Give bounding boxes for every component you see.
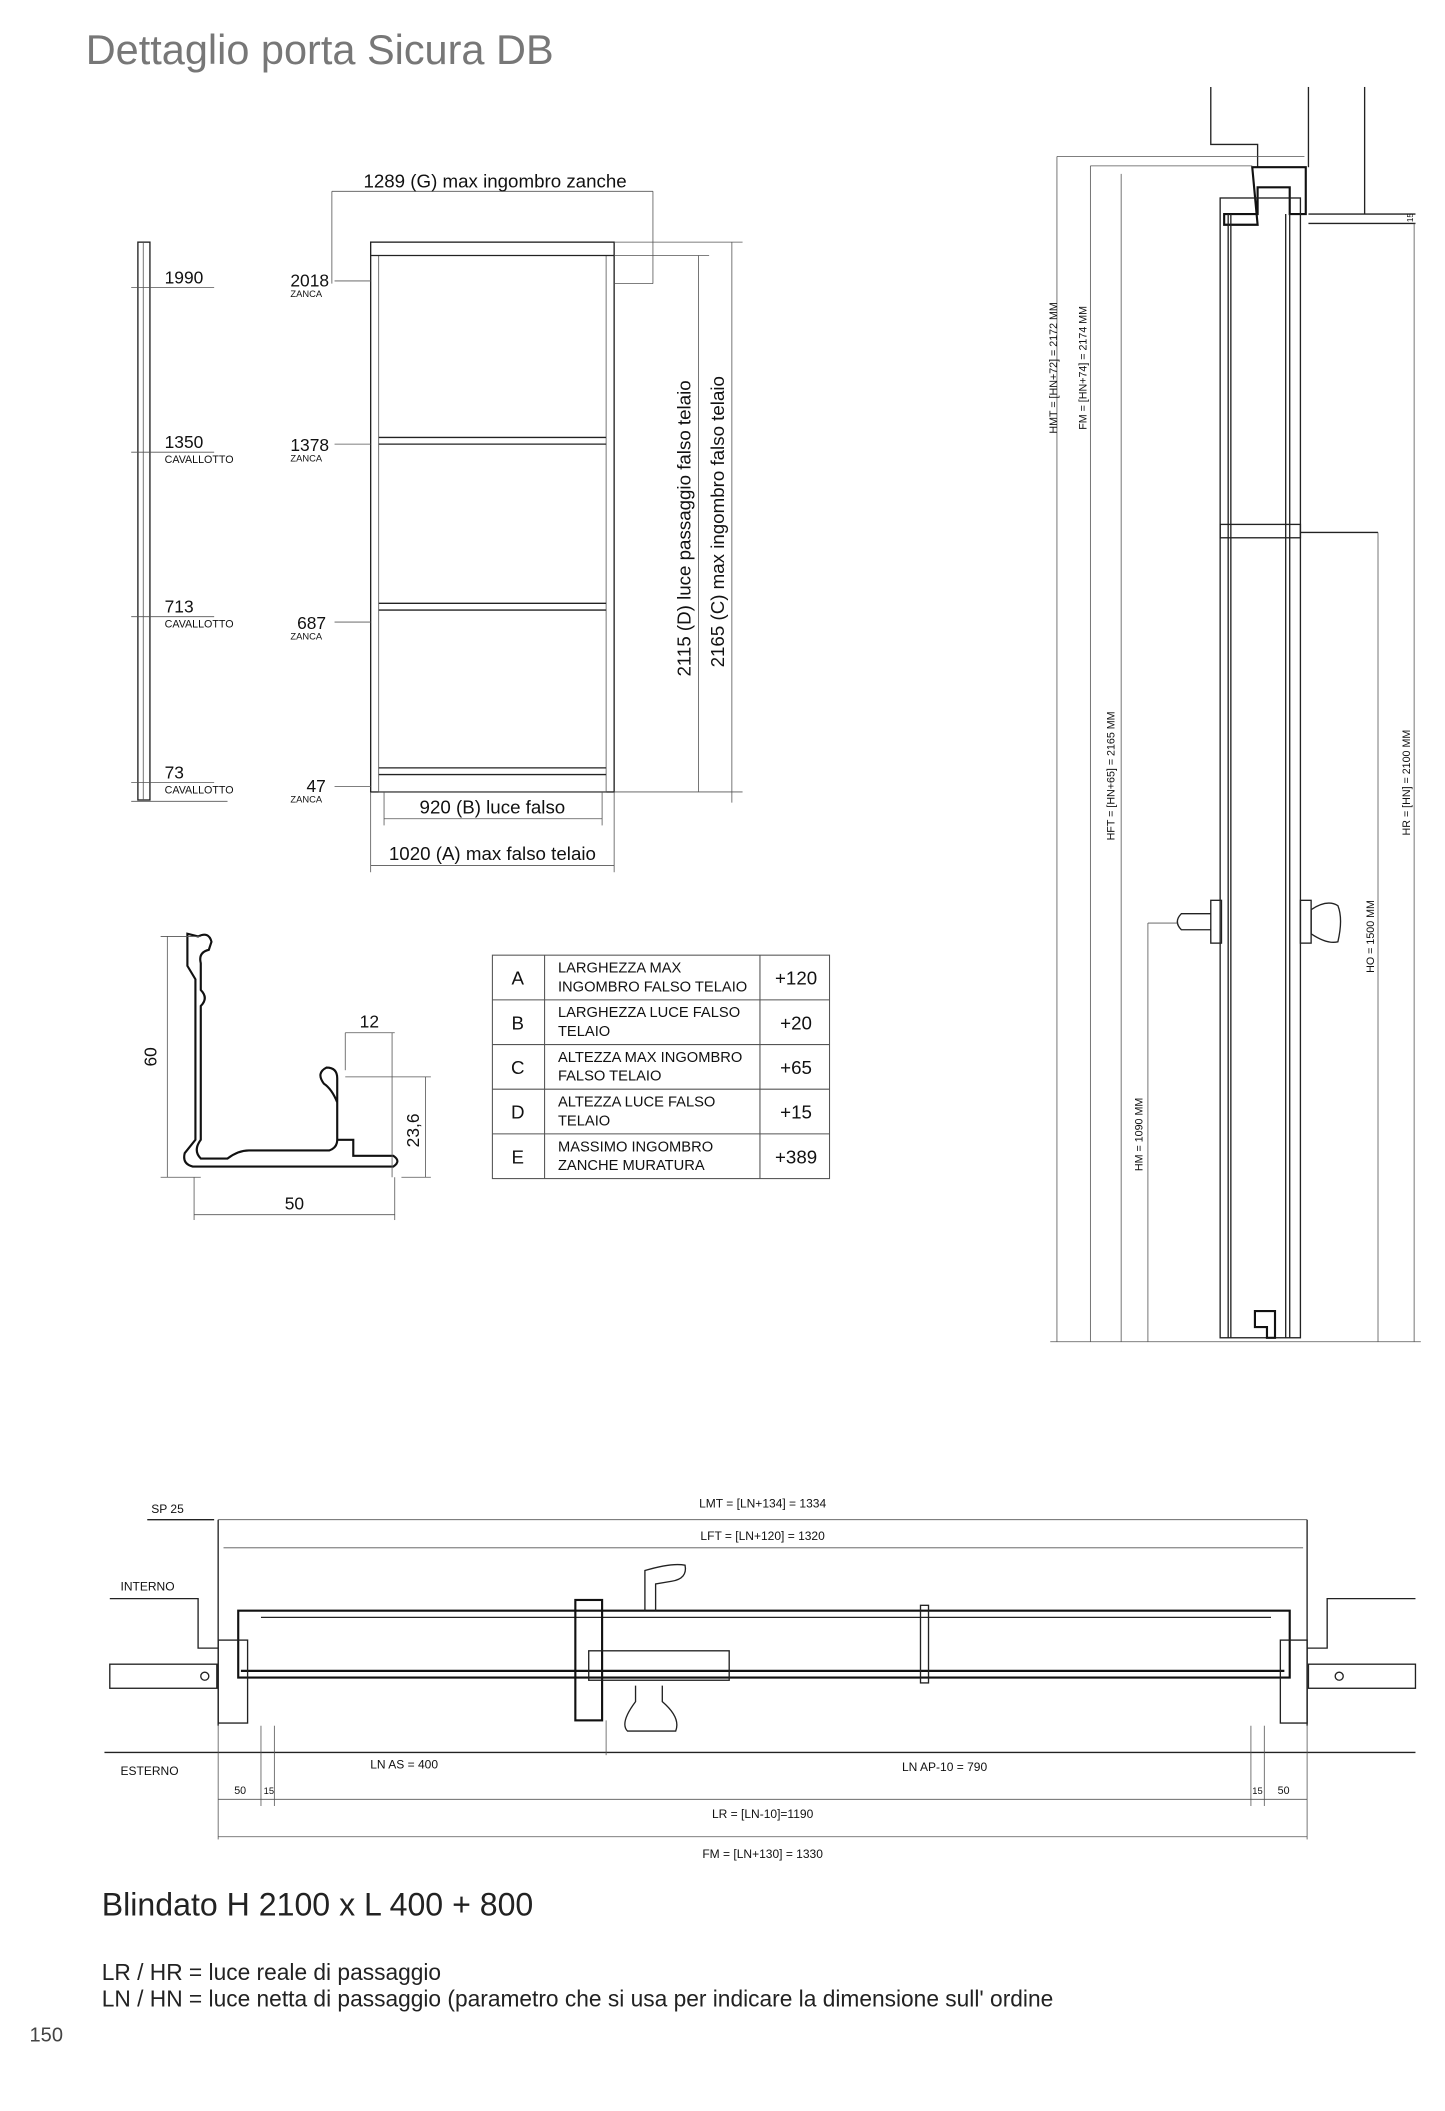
side-label: 713 CAVALLOTTO (131, 597, 234, 630)
page-number: 150 (30, 2024, 63, 2046)
dim-b: 920 (B) luce falso (420, 796, 566, 817)
profile-width: 50 (285, 1193, 304, 1213)
dim-hmt: HMT = [HN+72] = 2172 MM (1048, 302, 1060, 433)
dim-fm-plan: FM = [LN+130] = 1330 (702, 1847, 823, 1861)
table-value: +120 (775, 968, 817, 989)
profile-depth: 23,6 (403, 1114, 423, 1148)
table-value: +20 (780, 1012, 812, 1033)
table-key: E (512, 1146, 524, 1167)
dim-50-left: 50 (234, 1785, 246, 1797)
table-row: D ALTEZZA LUCE FALSO TELAIO +15 (492, 1088, 830, 1129)
dim-hm: HM = 1090 MM (1134, 1098, 1146, 1171)
svg-text:47: 47 (306, 776, 325, 796)
svg-text:CAVALLOTTO: CAVALLOTTO (165, 784, 234, 796)
svg-text:1990: 1990 (165, 268, 204, 288)
table-value: +65 (780, 1057, 812, 1078)
table-key: D (511, 1102, 525, 1123)
table-value: +389 (775, 1146, 817, 1167)
dim-hr: HR = [HN] = 2100 MM (1401, 730, 1413, 836)
model-title: Blindato H 2100 x L 400 + 800 (102, 1887, 534, 1923)
svg-text:ZANCA: ZANCA (290, 454, 322, 464)
side-label: 1990 (131, 268, 215, 289)
table-key: A (512, 968, 525, 989)
svg-text:CAVALLOTTO: CAVALLOTTO (165, 454, 234, 466)
dim-50-right: 50 (1278, 1785, 1290, 1797)
zanca-label: 2018 ZANCA (290, 270, 371, 299)
table-desc: ALTEZZA MAX INGOMBRO (558, 1050, 742, 1066)
table-desc: TELAIO (558, 1024, 610, 1040)
table-value: +15 (780, 1102, 812, 1123)
svg-text:ZANCA: ZANCA (290, 631, 322, 641)
frame-elevation: 1289 (G) max ingombro zanche 2115 (D) lu… (131, 170, 743, 873)
dim-lmt: LMT = [LN+134] = 1334 (699, 1497, 826, 1511)
table-desc: FALSO TELAIO (558, 1069, 662, 1085)
svg-text:713: 713 (165, 597, 194, 617)
dim-top-small: 15 (1406, 213, 1415, 222)
table-desc: ZANCHE MURATURA (558, 1158, 705, 1174)
table-key: B (512, 1012, 524, 1033)
svg-text:2018: 2018 (290, 270, 329, 290)
table-desc: TELAIO (558, 1113, 610, 1129)
dim-15-left: 15 (264, 1786, 274, 1796)
dim-lft: LFT = [LN+120] = 1320 (700, 1529, 825, 1543)
label-interno: INTERNO (121, 1580, 175, 1594)
table-key: C (511, 1057, 525, 1078)
dim-15-right: 15 (1252, 1786, 1262, 1796)
dim-hft: HFT = [HN+65] = 2165 MM (1105, 711, 1117, 840)
legend-line: LN / HN = luce netta di passaggio (param… (102, 1986, 1053, 2012)
table-desc: LARGHEZZA MAX (558, 961, 682, 977)
table-row: C ALTEZZA MAX INGOMBRO FALSO TELAIO +65 (492, 1043, 830, 1085)
zanca-label: 687 ZANCA (290, 613, 371, 641)
plan-section: SP 25 LMT = [LN+134] = 1334 LFT = [LN+12… (104, 1497, 1417, 1861)
vertical-section: HMT = [HN+72] = 2172 MM FM = [HN+74] = 2… (1048, 86, 1421, 1343)
dim-fm-vertical: FM = [HN+74] = 2174 MM (1077, 306, 1089, 430)
svg-text:ZANCA: ZANCA (290, 795, 322, 805)
table-desc: LARGHEZZA LUCE FALSO (558, 1005, 740, 1021)
table-row: A LARGHEZZA MAX INGOMBRO FALSO TELAIO +120 (512, 961, 818, 996)
dim-ho: HO = 1500 MM (1365, 900, 1377, 973)
side-label: 73 CAVALLOTTO (131, 763, 234, 796)
dim-ln-as: LN AS = 400 (370, 1758, 438, 1772)
svg-text:CAVALLOTTO: CAVALLOTTO (165, 618, 234, 630)
dim-ln-ap: LN AP-10 = 790 (902, 1760, 987, 1774)
page-title: Dettaglio porta Sicura DB (86, 26, 554, 73)
legend-line: LR / HR = luce reale di passaggio (102, 1959, 441, 1985)
table-desc: INGOMBRO FALSO TELAIO (558, 979, 747, 995)
table-desc: MASSIMO INGOMBRO (558, 1139, 713, 1155)
svg-text:ZANCA: ZANCA (290, 289, 322, 299)
side-label: 1350 CAVALLOTTO (131, 432, 234, 466)
zanca-label: 1378 ZANCA (290, 435, 371, 464)
table-row: E MASSIMO INGOMBRO ZANCHE MURATURA +389 (492, 1133, 830, 1174)
dimension-table: A LARGHEZZA MAX INGOMBRO FALSO TELAIO +120B… (491, 954, 831, 1180)
svg-text:687: 687 (297, 613, 326, 633)
dim-a: 1020 (A) max falso telaio (389, 843, 596, 864)
profile-lip: 12 (360, 1011, 379, 1031)
dim-d: 2115 (D) luce passaggio falso telaio (673, 380, 694, 676)
profile-section: 60 12 23,6 50 (141, 932, 431, 1221)
table-row: B LARGHEZZA LUCE FALSO TELAIO +20 (492, 999, 830, 1040)
dim-sp: SP 25 (151, 1502, 184, 1516)
svg-text:1378: 1378 (290, 435, 329, 455)
label-esterno: ESTERNO (121, 1764, 179, 1778)
table-desc: ALTEZZA LUCE FALSO (558, 1095, 715, 1111)
dim-c: 2165 (C) max ingombro falso telaio (707, 376, 728, 667)
zanca-label: 47 ZANCA (290, 776, 371, 805)
svg-text:73: 73 (165, 763, 184, 783)
dim-lr: LR = [LN-10]=1190 (712, 1807, 814, 1821)
svg-text:1350: 1350 (165, 432, 204, 452)
dim-g: 1289 (G) max ingombro zanche (363, 170, 626, 191)
profile-height: 60 (141, 1047, 161, 1066)
